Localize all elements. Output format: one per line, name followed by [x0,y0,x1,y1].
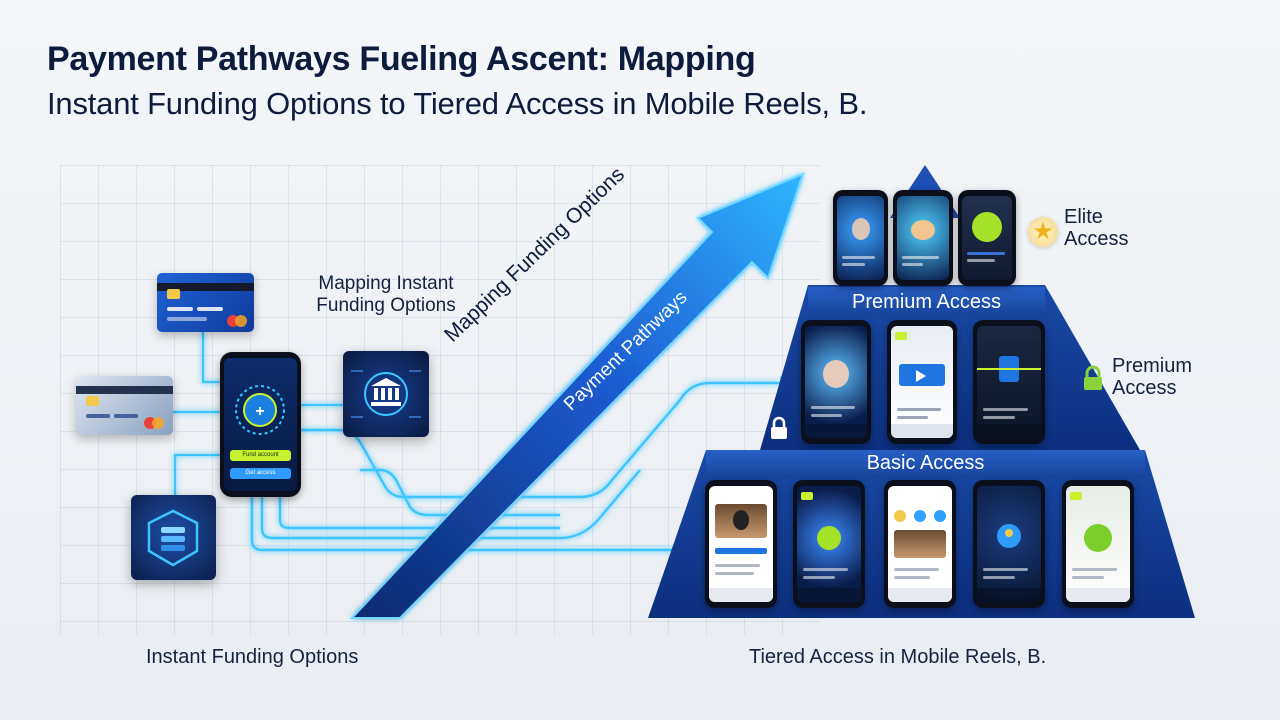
mapping-label: Mapping Instant Funding Options [316,273,456,316]
page-title: Payment Pathways Fueling Ascent: Mapping [47,40,756,78]
page-subtitle: Instant Funding Options to Tiered Access… [47,86,868,121]
basic-phone-3 [884,480,956,608]
instant-funding-label: Instant Funding Options [146,646,359,668]
premium-phone-3 [973,320,1045,444]
basic-phone-1 [705,480,777,608]
basic-tier-banner: Basic Access [866,452,985,474]
elite-access-label: Elite Access [1064,206,1129,250]
lock-icon-pyramid [769,416,789,440]
tiered-access-label: Tiered Access in Mobile Reels, B. [749,646,1047,668]
card-connectors [172,330,345,500]
elite-phone-1 [833,190,888,286]
basic-phone-4 [973,480,1045,608]
funding-phone: + Fund account Get access [220,352,301,497]
premium-phone-2 [887,320,957,444]
phone-fund-button-label: Fund account [242,452,279,458]
premium-tier-banner: Premium Access [852,291,1001,313]
lock-icon [1082,365,1104,391]
phone-access-button-label: Get access [245,470,276,476]
premium-phone-1 [801,320,871,444]
bank-icon [343,351,429,437]
premium-access-label: Premium Access [1112,355,1193,399]
svg-text:+: + [255,403,264,420]
ascent-arrow [349,172,805,619]
phone-access-button[interactable]: Get access [230,468,291,479]
basic-phone-5 [1062,480,1134,608]
star-icon: ★ [1028,217,1058,247]
credit-card-icon-middle [76,376,173,435]
basic-phone-2 [793,480,865,608]
phone-fund-button[interactable]: Fund account [230,450,291,461]
credit-card-icon-top [157,273,254,332]
shield-layers-icon [131,495,216,580]
elite-phone-2 [893,190,953,286]
elite-phone-3 [958,190,1016,286]
